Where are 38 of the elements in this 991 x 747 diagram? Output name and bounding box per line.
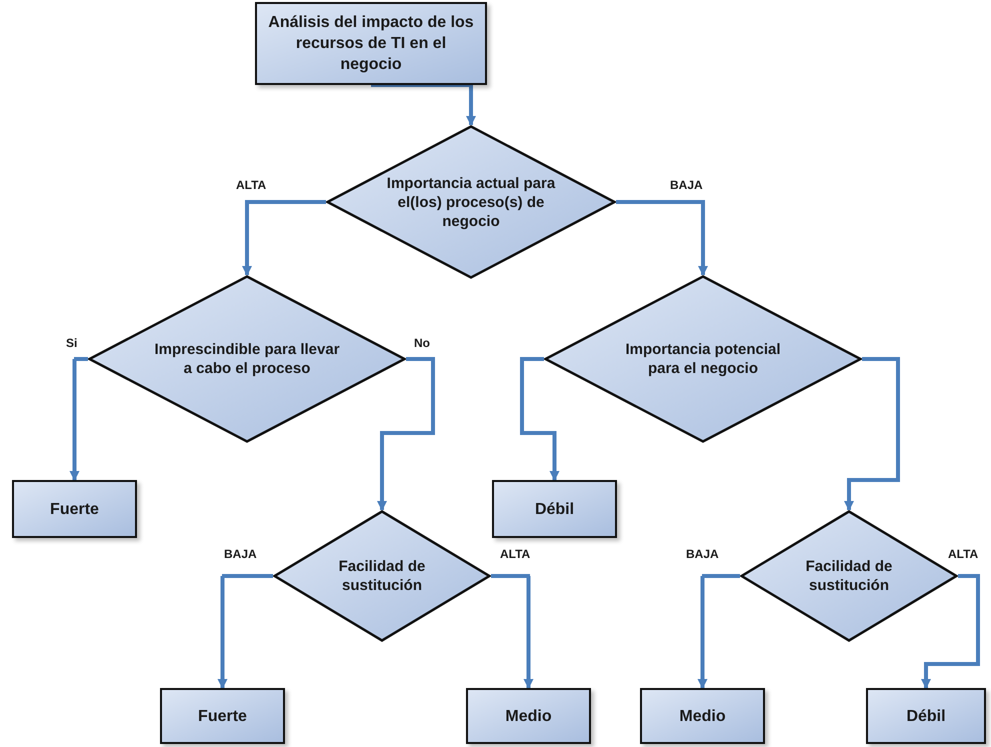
edge-label: Si	[64, 336, 80, 350]
edge-label: ALTA	[498, 547, 532, 561]
box-text: Fuerte	[198, 706, 247, 726]
process-box	[466, 688, 591, 744]
box-text: Análisis del impacto de los recursos de TI en el negocio	[267, 13, 475, 75]
arrow	[377, 357, 435, 511]
box-text: Fuerte	[50, 500, 99, 520]
process-box	[12, 480, 137, 538]
process-box	[640, 688, 765, 744]
arrow	[242, 200, 326, 276]
decision-text: Importancia potencial para el negocio	[624, 340, 782, 378]
arrow	[844, 357, 900, 511]
decision-text: Imprescindible para llevar a cabo el proceso	[153, 340, 341, 378]
arrow	[698, 574, 740, 689]
process-box	[160, 688, 285, 744]
edge-label: ALTA	[234, 178, 268, 192]
decision-text: Facilidad de sustitución	[338, 557, 426, 595]
edge-label: BAJA	[684, 547, 721, 561]
process-box	[866, 688, 986, 744]
decision-text: Facilidad de sustitución	[804, 557, 894, 595]
process-box	[492, 480, 617, 538]
box-text: Débil	[906, 706, 946, 726]
edge-label: ALTA	[946, 547, 980, 561]
decision-text: Importancia actual para el(los) proceso(s) de negocio	[386, 174, 556, 230]
arrow	[520, 357, 560, 481]
box-text: Débil	[534, 500, 574, 520]
arrow	[218, 574, 273, 689]
process-box	[255, 2, 487, 85]
box-text: Medio	[679, 706, 726, 726]
edge-label: No	[412, 336, 432, 350]
arrow	[616, 200, 708, 276]
edge-label: BAJA	[222, 547, 259, 561]
arrow	[921, 574, 980, 689]
box-text: Medio	[505, 706, 552, 726]
arrow	[491, 574, 534, 689]
arrow	[70, 357, 88, 481]
arrow	[371, 83, 476, 126]
edge-label: BAJA	[668, 178, 705, 192]
